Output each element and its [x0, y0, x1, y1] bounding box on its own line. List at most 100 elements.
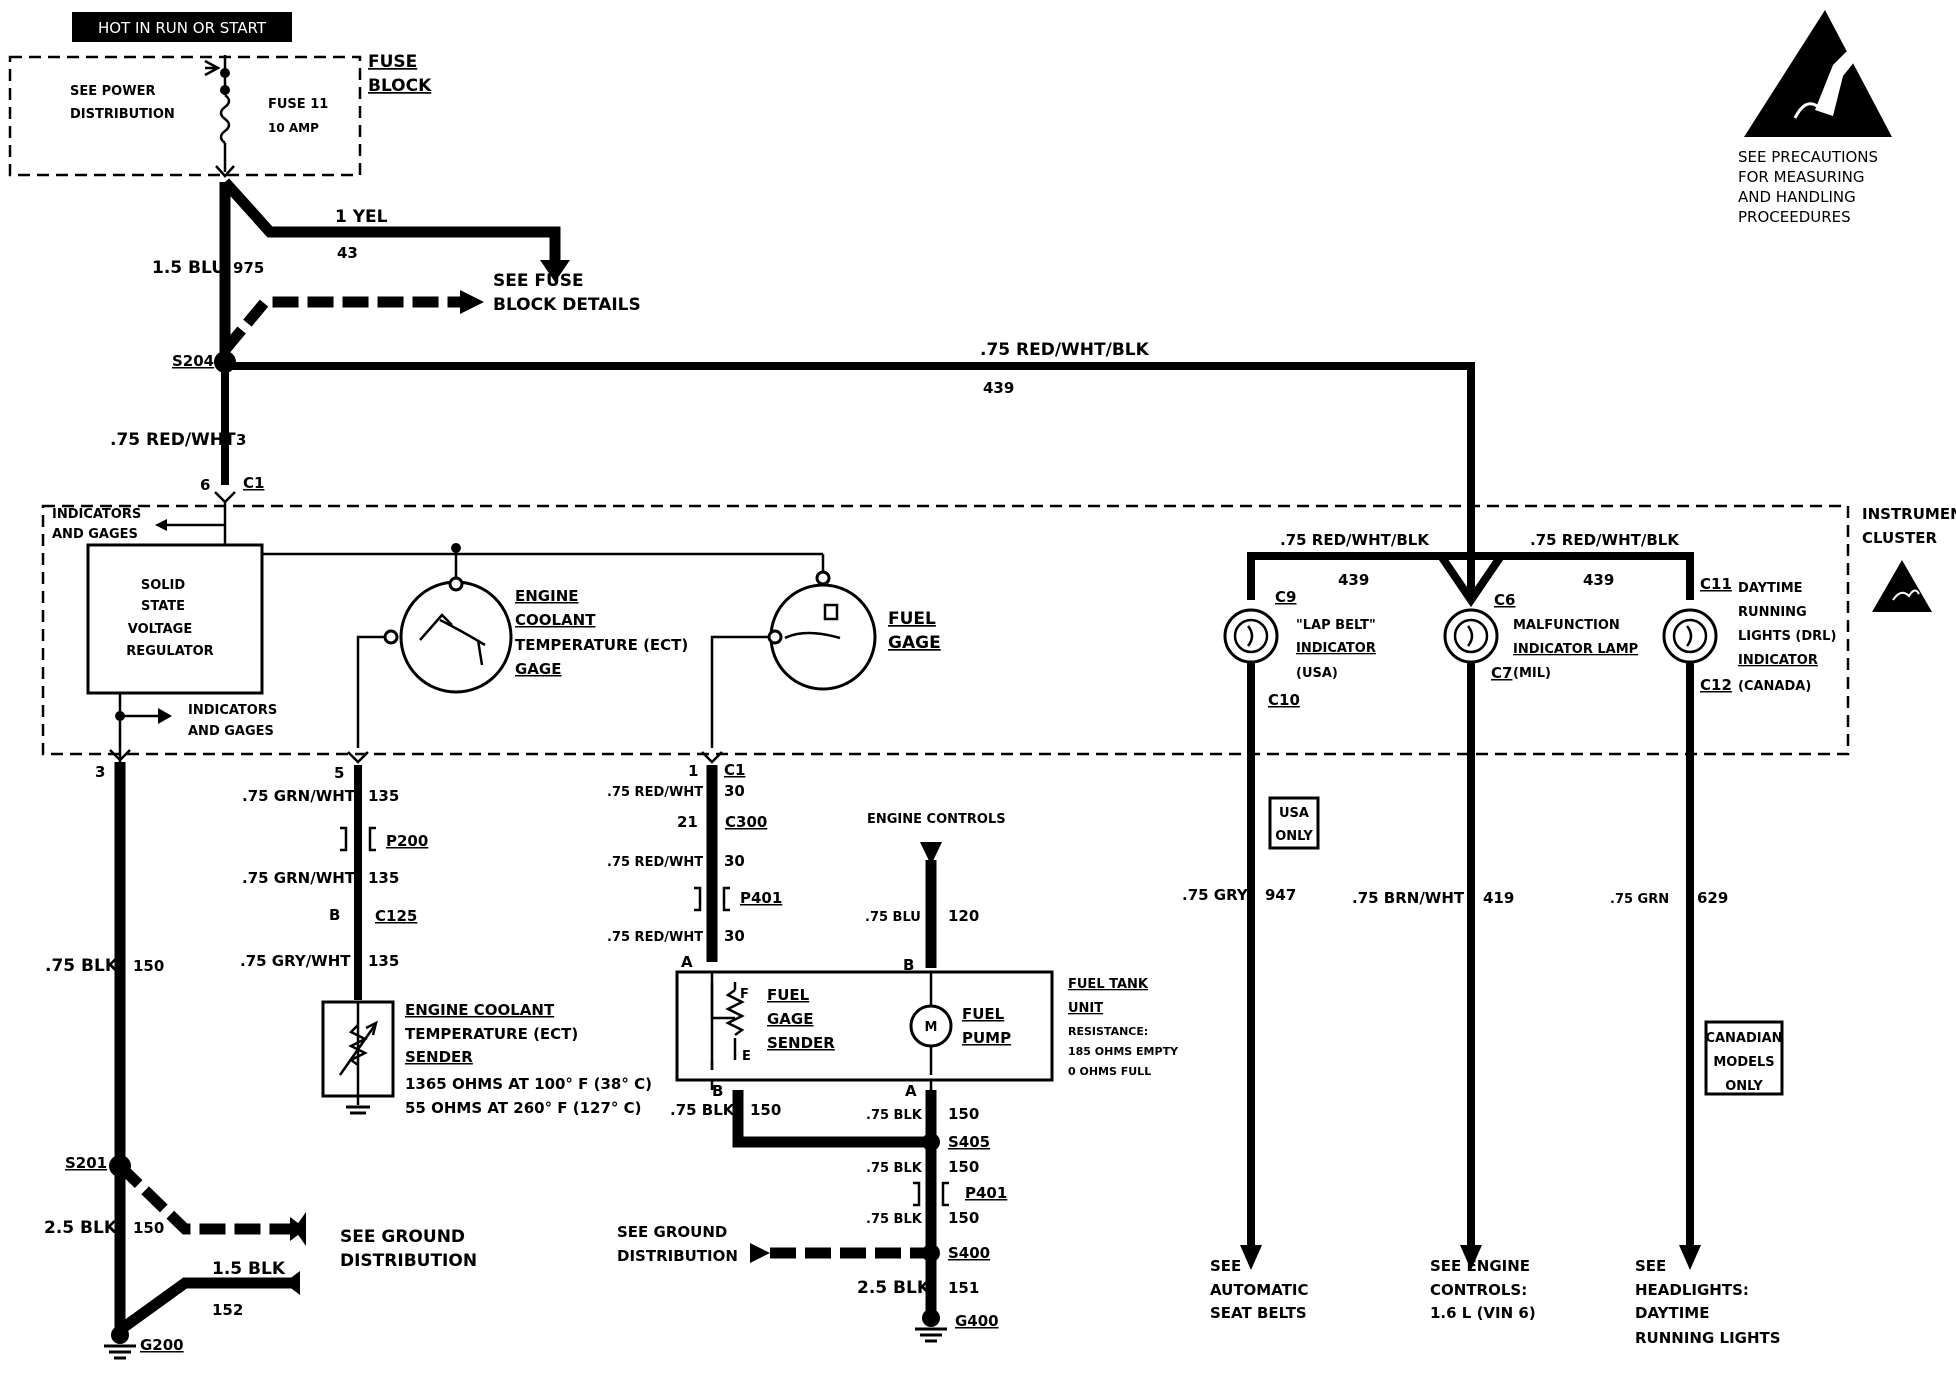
- connector-c1-top: [214, 491, 236, 504]
- lap-belt-line1: "LAP BELT": [1296, 618, 1376, 633]
- drl-line4: INDICATOR: [1738, 653, 1818, 668]
- fuse-block-title-2: BLOCK: [368, 76, 432, 96]
- c9-label: C9: [1275, 588, 1296, 606]
- drl-line5: (CANADA): [1738, 679, 1811, 694]
- fuel-gage-line2: GAGE: [888, 633, 941, 653]
- splice-s405: [922, 1133, 940, 1151]
- drl-line2: RUNNING: [1738, 605, 1807, 620]
- yel-circuit-label: 43: [337, 244, 358, 262]
- fuse-block-outline: [8, 55, 362, 177]
- blu-wire-label: 1.5 BLU: [152, 258, 225, 278]
- c11-label: C11: [1700, 575, 1732, 593]
- rwb-right-circuit: 439: [1583, 571, 1614, 589]
- rwb-right-label: .75 RED/WHT/BLK: [1530, 531, 1680, 549]
- precaution-line1: SEE PRECAUTIONS: [1738, 148, 1878, 166]
- fuel-sender-line3: SENDER: [767, 1034, 835, 1052]
- ground-g200-icon: [104, 1326, 136, 1360]
- tank-line4: 185 OHMS EMPTY: [1068, 1045, 1179, 1058]
- drl-line1: DAYTIME: [1738, 581, 1803, 596]
- arrow-engine-controls-icon: [1460, 1245, 1482, 1270]
- out-wire-label: .75 BLK: [670, 1101, 736, 1119]
- fuel-circuit2-label: 30: [724, 852, 745, 870]
- g400-label: G400: [955, 1312, 999, 1330]
- brn-wire-label: .75 BRN/WHT: [1352, 889, 1465, 907]
- fuel-pin-1: 1: [688, 762, 698, 780]
- g200-label: G200: [140, 1336, 184, 1354]
- precaution-line4: PROCEEDURES: [1738, 208, 1851, 226]
- usa-only-2: ONLY: [1275, 829, 1313, 844]
- arrow-seat-belts-icon: [1240, 1245, 1262, 1270]
- arrow-left-icon: [155, 519, 167, 531]
- out-wire2-label: .75 BLK: [866, 1108, 923, 1123]
- out-pin-b: B: [712, 1082, 723, 1100]
- c7-label: C7: [1491, 664, 1512, 682]
- sender-e-label: E: [742, 1049, 751, 1064]
- canadian-3: ONLY: [1725, 1079, 1763, 1094]
- fuel-circuit1-label: 30: [724, 782, 745, 800]
- see-ground-left-2: DISTRIBUTION: [340, 1251, 477, 1271]
- lap-belt-bulb-icon: [1223, 608, 1279, 664]
- c1-label: C1: [243, 474, 264, 492]
- out-pin-a: A: [905, 1082, 917, 1100]
- instrument-cluster-outline: [41, 504, 1850, 756]
- s405-label: S405: [948, 1133, 990, 1151]
- usa-only-1: USA: [1279, 806, 1309, 821]
- w4-label: .75 BLK: [866, 1161, 923, 1176]
- hl-line1: SEE: [1635, 1257, 1666, 1275]
- fuel-sender-line1: FUEL: [767, 986, 810, 1004]
- grn-wire-label: .75 GRN: [1610, 892, 1669, 907]
- hl-line2: HEADLIGHTS:: [1635, 1281, 1749, 1299]
- ground-arrow-icon: [294, 1212, 306, 1246]
- drl-line3: LIGHTS (DRL): [1738, 629, 1836, 644]
- left-circuit3-label: 152: [212, 1301, 243, 1319]
- rwb-circuit-label: 439: [983, 379, 1014, 397]
- fuse-see-power: SEE POWER: [70, 84, 155, 99]
- arrow-right-small-icon: [158, 708, 172, 724]
- pump-pin-b: B: [903, 956, 914, 974]
- s204-label: S204: [172, 352, 214, 370]
- left-pin-3: 3: [95, 763, 105, 781]
- tank-line3: RESISTANCE:: [1068, 1025, 1148, 1038]
- canadian-1: CANADIAN: [1705, 1031, 1782, 1046]
- ect-wire2-label: .75 GRN/WHT: [242, 869, 356, 887]
- blu-120-wire-label: .75 BLU: [865, 910, 921, 925]
- gry-wire-label: .75 GRY: [1182, 886, 1249, 904]
- esd-warning-icon: [1744, 10, 1892, 137]
- see-ground-fuel-2: DISTRIBUTION: [617, 1247, 738, 1265]
- splice-s400: [922, 1244, 940, 1262]
- seat-line3: SEAT BELTS: [1210, 1304, 1307, 1322]
- ect-gage-line2: COOLANT: [515, 611, 596, 629]
- dashed-wire-fuse-details: [220, 296, 460, 354]
- ect-wire1-label: .75 GRN/WHT: [242, 787, 356, 805]
- indicators-gages-bottom: INDICATORS: [188, 703, 277, 718]
- lap-belt-line3: (USA): [1296, 666, 1338, 681]
- fuel-gage-line1: FUEL: [888, 609, 936, 629]
- see-fuse-details: SEE FUSE: [493, 271, 584, 291]
- fuel-pump-motor-icon: [909, 972, 953, 1075]
- hl-line4: RUNNING LIGHTS: [1635, 1329, 1781, 1347]
- blu-circuit-label: 975: [233, 259, 264, 277]
- drl-bulb-icon: [1662, 608, 1718, 664]
- indicators-gages-top: INDICATORS: [52, 507, 141, 522]
- gry-circuit-label: 947: [1265, 886, 1296, 904]
- arrow-headlights-icon: [1679, 1245, 1701, 1270]
- ect-gage-line3: TEMPERATURE (ECT): [515, 636, 688, 654]
- c125-label: C125: [375, 907, 417, 925]
- left-wire-label: .75 BLK: [45, 956, 119, 976]
- left-circuit-label: 150: [133, 957, 164, 975]
- hot-in-run-badge: [72, 12, 292, 42]
- cluster-title-2: CLUSTER: [1862, 529, 1937, 547]
- p200-label: P200: [386, 832, 428, 850]
- usa-only-box: [1268, 796, 1320, 850]
- indicators-gages-top-2: AND GAGES: [52, 527, 138, 542]
- eng-line3: 1.6 L (VIN 6): [1430, 1304, 1536, 1322]
- ect-wire3-label: .75 GRY/WHT: [240, 952, 351, 970]
- indicator-bus-439: [1247, 552, 1694, 600]
- c10-label: C10: [1268, 691, 1300, 709]
- fuel-wire1-label: .75 RED/WHT: [607, 785, 703, 800]
- fuel-pump-line1: FUEL: [962, 1005, 1005, 1023]
- c12-label: C12: [1700, 676, 1732, 694]
- connector-p401b-icon: [913, 1181, 949, 1207]
- ect-circuit2-label: 135: [368, 869, 399, 887]
